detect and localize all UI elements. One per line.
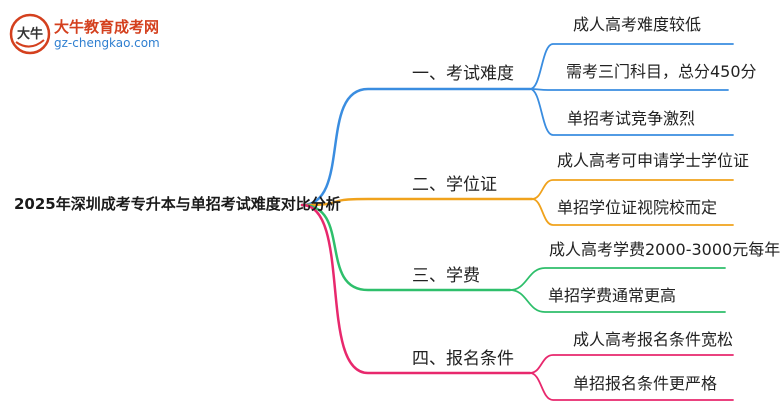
connector-leaf-3-1	[509, 267, 726, 291]
branch-registration: 四、报名条件	[412, 349, 514, 369]
connector-leaf-1-1	[529, 43, 734, 90]
connector-branch-2	[300, 197, 534, 207]
branch-tuition: 三、学费	[412, 266, 480, 286]
connector-leaf-4-2	[529, 372, 734, 401]
root-topic: 2025年深圳成考专升本与单招考试难度对比分析	[14, 195, 341, 213]
connector-leaf-4-1	[529, 354, 734, 374]
site-logo[interactable]: 大牛 大牛教育成考网 gz-chengkao.com	[8, 12, 168, 56]
leaf-exam-difficulty-1: 成人高考难度较低	[573, 15, 702, 34]
branch-degree-certificate: 二、学位证	[412, 175, 497, 195]
logo-mark-icon: 大牛	[9, 13, 51, 55]
leaf-exam-difficulty-3: 单招考试竞争激烈	[567, 109, 696, 128]
leaf-registration-1: 成人高考报名条件宽松	[573, 330, 734, 349]
branch-exam-difficulty: 一、考试难度	[412, 64, 514, 84]
mindmap-connectors	[300, 43, 734, 401]
logo-mark-text: 大牛	[17, 26, 43, 42]
logo-url: gz-chengkao.com	[54, 36, 160, 50]
connector-branch-1	[300, 87, 532, 207]
connector-leaf-2-2	[531, 198, 734, 226]
leaf-tuition-2: 单招学费通常更高	[548, 286, 677, 305]
connector-leaf-1-3	[529, 88, 734, 136]
leaf-registration-2: 单招报名条件更严格	[573, 374, 718, 393]
leaf-tuition-1: 成人高考学费2000-3000元每年	[549, 240, 780, 259]
connector-branch-4	[300, 203, 532, 375]
leaf-exam-difficulty-2: 需考三门科目，总分450分	[566, 62, 757, 81]
leaf-degree-2: 单招学位证视院校而定	[557, 198, 718, 217]
connector-leaf-1-2	[529, 88, 729, 91]
logo-title: 大牛教育成考网	[54, 18, 160, 36]
connector-branch-3	[300, 203, 512, 292]
connector-leaf-2-1	[531, 179, 734, 200]
leaf-degree-1: 成人高考可申请学士学位证	[557, 151, 750, 170]
connector-leaf-3-2	[509, 289, 726, 313]
